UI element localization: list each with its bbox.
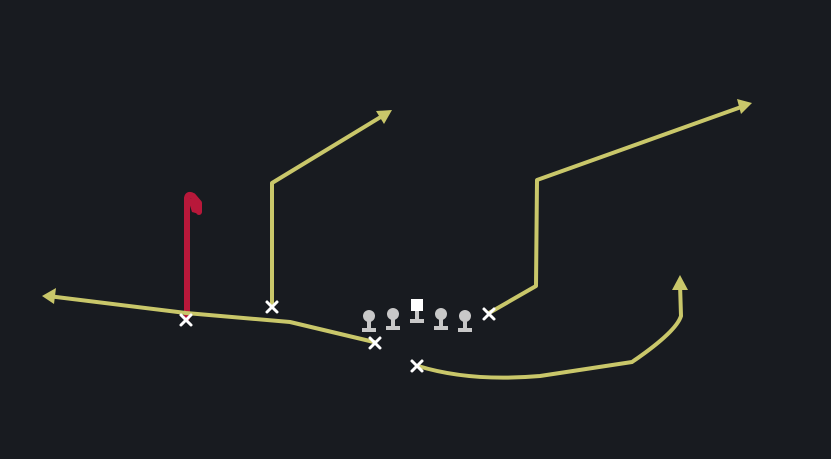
center-icon (410, 299, 424, 323)
arrowhead-left (42, 288, 56, 304)
x-icon (179, 313, 193, 327)
route-right-deep (487, 104, 746, 315)
x-icon (410, 359, 424, 373)
x-icon (265, 300, 279, 314)
route-back-swing (416, 282, 683, 380)
x-icon (368, 336, 382, 350)
lineman-icon (434, 308, 448, 330)
route-slot-post (270, 113, 386, 307)
arrowhead-slot-post (376, 110, 392, 124)
arrowhead-back-swing (672, 275, 688, 290)
route-left-long (46, 294, 376, 344)
lineman-icon (458, 310, 472, 332)
highlight-route (184, 191, 202, 321)
lineman-icon (386, 308, 400, 330)
arrowhead-right-deep (737, 99, 752, 114)
highlight-route-flag (187, 196, 200, 214)
lineman-icon (362, 310, 376, 332)
x-icon (482, 307, 496, 321)
